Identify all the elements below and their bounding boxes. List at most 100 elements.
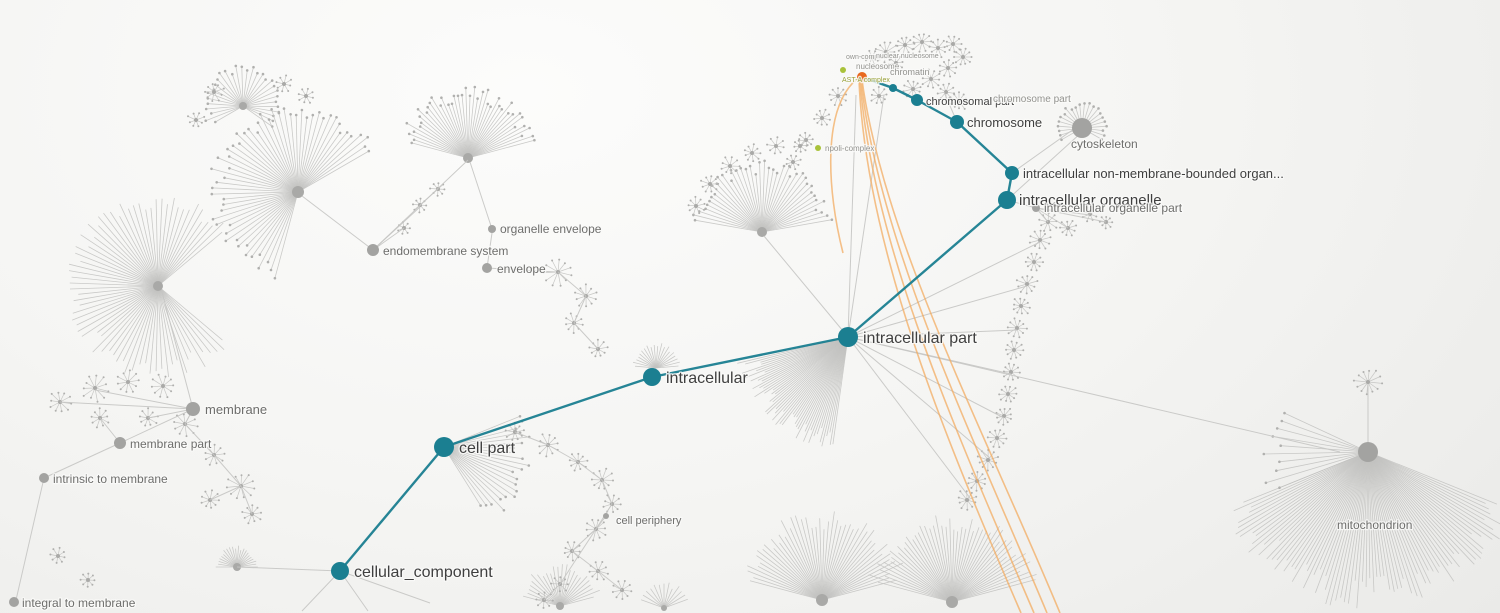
node-label-membrane[interactable]: membrane — [204, 401, 269, 419]
fan-tip-dot — [510, 101, 513, 105]
graph-node-green-term-a[interactable] — [840, 67, 846, 73]
fan-spoke — [232, 145, 299, 193]
graph-node-integral-to-membrane[interactable] — [9, 597, 19, 607]
tiny-term-label[interactable]: chromosome part — [992, 93, 1073, 107]
burst-tip-dot — [948, 82, 950, 85]
graph-node-green-term-b[interactable] — [815, 145, 821, 151]
node-label-cytoskeleton[interactable]: cytoskeleton — [1070, 136, 1139, 153]
burst-tip-dot — [441, 192, 444, 195]
fan-spoke — [1367, 451, 1475, 565]
graph-node-cytoskeleton[interactable] — [1072, 118, 1092, 138]
burst-tip-dot — [217, 499, 220, 502]
node-label-green-term-b[interactable]: npoli-complex — [824, 143, 876, 155]
fan-tip-dot — [704, 207, 707, 211]
tiny-term-label[interactable]: chromatin — [889, 66, 931, 79]
burst-tip-dot — [1086, 220, 1089, 223]
fan-spoke — [951, 540, 1013, 603]
burst-tip-dot — [959, 63, 962, 66]
burst-tip-dot — [970, 491, 973, 494]
node-label-intracellular-organelle-part[interactable]: intracellular organelle part — [1043, 200, 1184, 217]
burst-tip-dot — [567, 328, 570, 331]
node-label-endomembrane-system[interactable]: endomembrane system — [382, 243, 510, 260]
burst-tip-dot — [872, 88, 875, 91]
graph-node-intracellular-organelle[interactable] — [998, 191, 1016, 209]
graph-node-organelle-envelope[interactable] — [488, 225, 496, 233]
burst-tip-dot — [919, 86, 922, 89]
graph-node-path-junction[interactable] — [889, 84, 897, 92]
burst-tip-dot — [215, 462, 218, 465]
node-label-intracellular-organelle[interactable]: intracellular organelle — [1018, 191, 1163, 211]
node-label-chromosomal-part[interactable]: chromosomal part — [925, 95, 1016, 110]
graph-node-selected-term[interactable] — [857, 72, 867, 82]
tiny-term-label[interactable]: AST-A complex — [841, 76, 892, 86]
fan-spoke — [467, 86, 476, 159]
node-label-chromosome[interactable]: chromosome — [966, 114, 1044, 132]
node-label-cell-periphery[interactable]: cell periphery — [615, 514, 683, 529]
node-label-intrinsic-to-membrane[interactable]: intrinsic to membrane — [52, 471, 170, 488]
orange-flow-edge — [861, 79, 1061, 613]
graph-edge — [847, 329, 1018, 338]
fan-spoke — [951, 574, 1037, 603]
graph-node-membrane-part[interactable] — [114, 437, 126, 449]
fan-spoke — [429, 102, 469, 159]
burst-tip-dot — [766, 143, 769, 146]
graph-node-intracellular[interactable] — [643, 368, 661, 386]
burst-tip-dot — [1016, 311, 1019, 314]
node-label-intracellular-nmb-organelle[interactable]: intracellular non-membrane-bounded organ… — [1022, 165, 1285, 183]
fan-spoke — [761, 176, 791, 233]
burst-tip-dot — [1009, 400, 1012, 403]
burst-tip-dot — [612, 479, 614, 482]
graph-node-intrinsic-to-membrane[interactable] — [39, 473, 49, 483]
fan-spoke — [457, 95, 469, 159]
burst-tip-dot — [306, 87, 309, 90]
burst-tip-dot — [945, 98, 947, 101]
fan-tip-dot — [744, 167, 748, 171]
node-label-cell-part[interactable]: cell part — [458, 439, 517, 459]
burst-tip-dot — [996, 416, 999, 419]
node-label-integral-to-membrane[interactable]: integral to membrane — [21, 595, 137, 612]
graph-node-chromosomal-part[interactable] — [911, 94, 923, 106]
graph-node-cellular-component[interactable] — [331, 562, 349, 580]
node-label-cellular-component[interactable]: cellular_component — [353, 563, 495, 583]
graph-node-intracellular-part[interactable] — [838, 327, 858, 347]
graph-node-chromosome[interactable] — [950, 115, 964, 129]
fan-spoke — [898, 552, 953, 603]
graph-node-endomembrane-system[interactable] — [367, 244, 379, 256]
node-label-envelope[interactable]: envelope — [496, 261, 548, 278]
fan-spoke — [550, 573, 561, 607]
highlighted-path-edge — [846, 198, 1009, 339]
graph-node-intracellular-organelle-part[interactable] — [1032, 204, 1040, 212]
graph-node-membrane[interactable] — [186, 402, 200, 416]
burst-tip-dot — [955, 51, 958, 54]
fan-spoke — [443, 446, 529, 466]
node-label-mitochondrion[interactable]: mitochondrion — [1336, 517, 1414, 534]
burst-tip-dot — [701, 185, 704, 188]
tiny-term-label[interactable]: nuclear nucleosome — [875, 52, 940, 62]
tiny-term-label[interactable]: own-complex — [845, 53, 889, 63]
burst-tip-dot — [903, 84, 906, 87]
graph-node-mitochondrion[interactable] — [1358, 442, 1378, 462]
node-label-intracellular[interactable]: intracellular — [665, 369, 750, 389]
fan-tip-dot — [763, 159, 766, 163]
burst-tip-dot — [563, 552, 566, 554]
graph-node-cell-periphery[interactable] — [603, 513, 609, 519]
burst-tip-dot — [102, 424, 104, 427]
tiny-term-label[interactable]: nucleosome — [855, 61, 901, 73]
fan-spoke — [1325, 451, 1369, 577]
graph-edge — [847, 241, 1041, 338]
node-label-membrane-part[interactable]: membrane part — [129, 436, 214, 453]
fan-tip-dot — [1083, 102, 1086, 105]
burst — [700, 175, 720, 193]
fan-spoke — [297, 123, 340, 193]
graph-node-envelope[interactable] — [482, 263, 492, 273]
burst-tip-dot — [992, 445, 995, 448]
graph-node-intracellular-nmb-organelle[interactable] — [1005, 166, 1019, 180]
node-label-organelle-envelope[interactable]: organelle envelope — [499, 221, 603, 238]
node-label-intracellular-part[interactable]: intracellular part — [862, 329, 979, 349]
burst-tip-dot — [912, 35, 915, 38]
graph-node-cell-part[interactable] — [434, 437, 454, 457]
fan-spoke — [223, 191, 299, 200]
fan-tip-dot — [511, 113, 515, 116]
